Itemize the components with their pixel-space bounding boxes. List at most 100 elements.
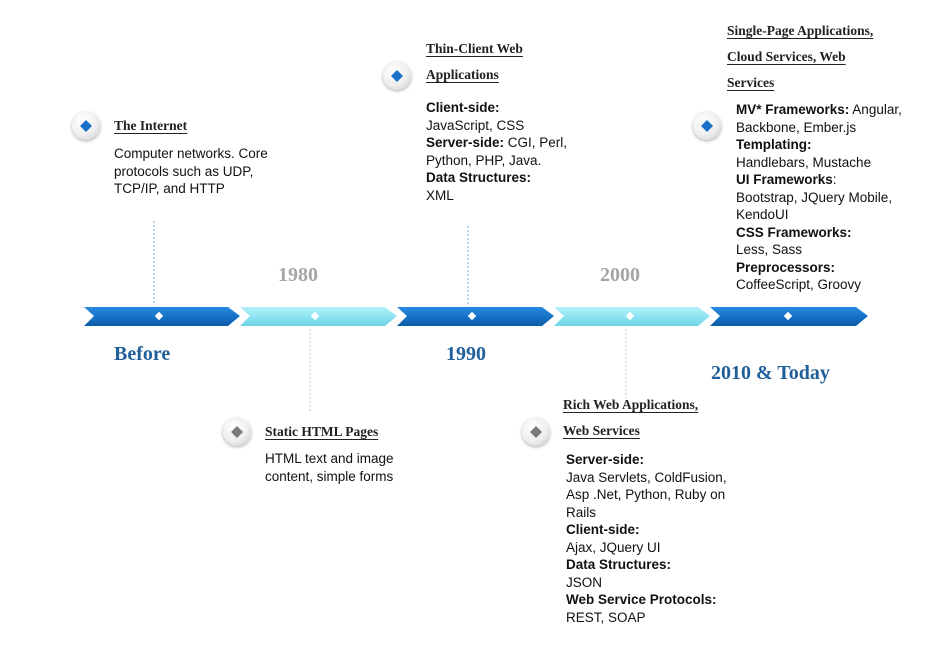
milestone-desc-line: Backbone, Ember.js (736, 119, 902, 137)
milestone-desc-text: Backbone, Ember.js (736, 119, 857, 135)
milestone-desc-internet: Computer networks. Core protocols such as… (114, 145, 268, 198)
milestone-title-text: Static HTML Pages (265, 424, 379, 439)
milestone-desc-line: Java Servlets, ColdFusion, (566, 469, 727, 487)
blue-diamond-icon (72, 112, 100, 140)
milestone-desc-text: Handlebars, Mustache (736, 154, 872, 170)
milestone-desc-line: Handlebars, Mustache (736, 154, 902, 172)
milestone-desc-line: Rails (566, 504, 727, 522)
milestone-title-text: Applications (426, 67, 499, 82)
milestone-desc-line: Ajax, JQuery UI (566, 539, 727, 557)
milestone-desc-line: UI Frameworks: (736, 171, 902, 189)
milestone-title-text: The Internet (114, 118, 188, 133)
milestone-desc-line: Server-side: (566, 451, 727, 469)
milestone-desc-text: : (832, 172, 837, 187)
milestone-desc-line: Preprocessors: (736, 259, 902, 277)
milestone-desc-line: Templating: (736, 136, 902, 154)
blue-diamond-icon (693, 112, 721, 140)
milestone-desc-text: TCP/IP, and HTTP (114, 181, 225, 196)
milestone-title-text: Thin-Client Web (426, 41, 523, 56)
milestone-desc-text: Rails (566, 504, 597, 520)
milestone-desc-static-html: HTML text and image content, simple forms (265, 450, 394, 485)
milestone-desc-text: KendoUI (736, 207, 789, 222)
milestone-desc-label: Preprocessors: (736, 259, 836, 275)
milestone-desc-line: Computer networks. Core (114, 145, 268, 163)
milestone-title-line: Services (727, 70, 873, 96)
milestone-title-line: Single-Page Applications, (727, 18, 873, 44)
timeline-marker-1990 (467, 311, 477, 321)
milestone-desc-text: HTML text and image (265, 451, 394, 466)
milestone-desc-line: Client-side: (426, 99, 567, 117)
era-label-1980: 1980 (278, 264, 318, 286)
era-label-before: Before (114, 343, 171, 365)
milestone-desc-text: XML (426, 187, 454, 203)
milestone-title-line: Thin-Client Web (426, 36, 523, 62)
milestone-desc-text: REST, SOAP (566, 609, 646, 625)
milestone-title-text: Rich Web Applications, (563, 397, 699, 412)
timeline-marker-1980 (310, 311, 320, 321)
milestone-desc-text: Python, PHP, Java. (426, 152, 542, 168)
milestone-desc-line: Web Service Protocols: (566, 591, 727, 609)
milestone-desc-line: REST, SOAP (566, 609, 727, 627)
milestone-desc-text: CGI, Perl, (504, 135, 568, 150)
milestone-desc-label: CSS Frameworks: (736, 224, 852, 240)
milestone-desc-line: Less, Sass (736, 241, 902, 259)
milestone-title-line: Web Services (563, 418, 698, 444)
era-label-1990: 1990 (446, 343, 486, 365)
milestone-desc-line: Client-side: (566, 521, 727, 539)
milestone-desc-line: MV* Frameworks: Angular, (736, 101, 902, 119)
milestone-desc-text: content, simple forms (265, 468, 394, 484)
milestone-title-line: Static HTML Pages (265, 419, 378, 445)
milestone-title-text: Cloud Services, Web (727, 49, 846, 64)
milestone-desc-line: Data Structures: (426, 169, 567, 187)
era-label-2000: 2000 (600, 264, 640, 286)
milestone-desc-label: Templating: (736, 137, 812, 152)
milestone-desc-text: Asp .Net, Python, Ruby on (566, 487, 726, 502)
era-label-2010-today: 2010 & Today (711, 362, 830, 384)
milestone-desc-line: JSON (566, 574, 727, 592)
milestone-desc-line: KendoUI (736, 206, 902, 224)
milestone-desc-line: Asp .Net, Python, Ruby on (566, 486, 727, 504)
milestone-desc-label: UI Frameworks (736, 172, 833, 187)
milestone-desc-text: Java Servlets, ColdFusion, (566, 469, 727, 485)
milestone-desc-rich-web: Server-side:Java Servlets, ColdFusion, As… (566, 451, 727, 626)
milestone-desc-line: Python, PHP, Java. (426, 152, 567, 170)
timeline-marker-2010 (783, 311, 793, 321)
milestone-desc-label: Server-side: (426, 135, 505, 150)
milestone-desc-text: JavaScript, CSS (426, 117, 525, 133)
milestone-desc-line: TCP/IP, and HTTP (114, 180, 268, 198)
milestone-desc-text: JSON (566, 574, 603, 590)
milestone-desc-line: content, simple forms (265, 468, 394, 486)
milestone-desc-text: Angular, (849, 102, 902, 117)
timeline-marker-2000 (625, 311, 635, 321)
milestone-title-static-html: Static HTML Pages (265, 419, 378, 445)
milestone-desc-text: protocols such as UDP, (114, 163, 254, 179)
blue-diamond-icon (383, 62, 411, 90)
milestone-desc-line: HTML text and image (265, 450, 394, 468)
milestone-desc-text: Computer networks. Core (114, 146, 268, 161)
milestone-title-internet: The Internet (114, 113, 187, 139)
milestone-desc-line: Server-side: CGI, Perl, (426, 134, 567, 152)
milestone-desc-line: protocols such as UDP, (114, 163, 268, 181)
milestone-title-text: Web Services (563, 423, 640, 438)
milestone-desc-label: Web Service Protocols: (566, 592, 717, 607)
milestone-desc-text: CoffeeScript, Groovy (736, 277, 862, 292)
milestone-title-spa: Single-Page Applications, Cloud Services,… (727, 18, 873, 96)
milestone-title-text: Services (727, 75, 775, 90)
milestone-title-rich-web: Rich Web Applications, Web Services (563, 392, 698, 444)
milestone-desc-line: Data Structures: (566, 556, 727, 574)
milestone-desc-line: Bootstrap, JQuery Mobile, (736, 189, 902, 207)
milestone-title-line: Rich Web Applications, (563, 392, 698, 418)
milestone-desc-label: Data Structures: (426, 170, 532, 185)
milestone-desc-line: CSS Frameworks: (736, 224, 902, 242)
milestone-desc-label: Data Structures: (566, 557, 672, 572)
grey-diamond-icon (223, 418, 251, 446)
milestone-title-line: The Internet (114, 113, 187, 139)
milestone-desc-label: Client-side: (566, 522, 640, 537)
milestone-title-line: Cloud Services, Web (727, 44, 873, 70)
grey-diamond-icon (522, 418, 550, 446)
milestone-desc-line: JavaScript, CSS (426, 117, 567, 135)
milestone-desc-text: Bootstrap, JQuery Mobile, (736, 189, 893, 205)
